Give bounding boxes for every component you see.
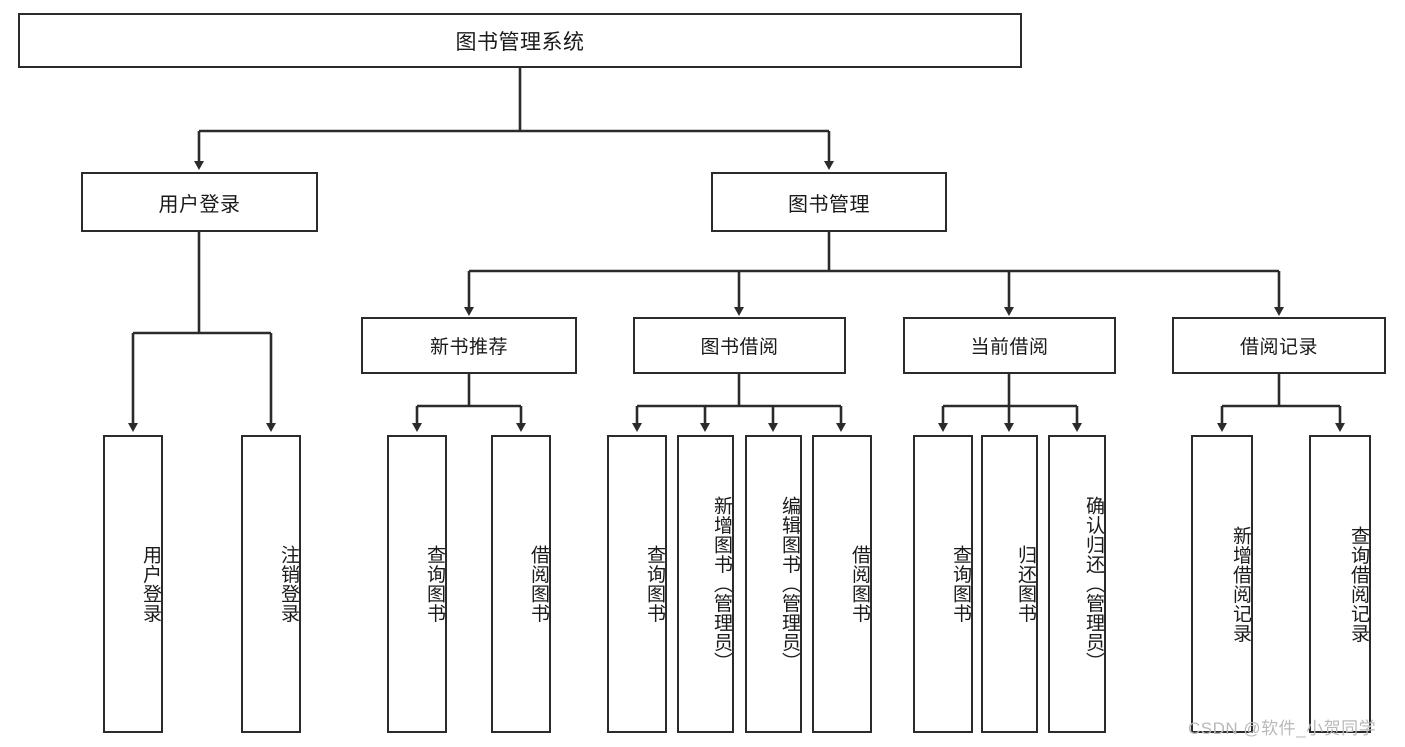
node-label: 用户登录 xyxy=(140,545,161,623)
node-label: 新增图书（管理员） xyxy=(711,496,732,672)
node-label: 当前借阅 xyxy=(970,337,1049,358)
leaf-add-borrow-record[interactable]: 新增借阅记录 xyxy=(1191,435,1253,733)
leaf-borrow-book-borrow[interactable]: 借阅图书 xyxy=(812,435,872,733)
edges-new-book-recommend xyxy=(412,374,526,432)
leaf-confirm-return-admin[interactable]: 确认归还（管理员） xyxy=(1048,435,1106,733)
leaf-logout-login[interactable]: 注销登录 xyxy=(241,435,301,733)
edges-root xyxy=(194,68,834,170)
leaf-user-login[interactable]: 用户登录 xyxy=(103,435,163,733)
leaf-edit-book-admin[interactable]: 编辑图书（管理员） xyxy=(745,435,802,733)
node-label: 借阅图书 xyxy=(849,545,870,623)
edges-borrow-record xyxy=(1217,374,1345,432)
node-label: 用户登录 xyxy=(158,193,241,216)
leaf-borrow-book-recommend[interactable]: 借阅图书 xyxy=(491,435,551,733)
node-label: 查询图书 xyxy=(950,545,971,623)
node-label: 查询图书 xyxy=(644,545,665,623)
leaf-query-borrow-record[interactable]: 查询借阅记录 xyxy=(1309,435,1371,733)
node-label: 确认归还（管理员） xyxy=(1083,496,1104,672)
node-label: 图书管理 xyxy=(788,193,870,216)
node-current-borrow[interactable]: 当前借阅 xyxy=(903,317,1116,374)
edges-current-borrow xyxy=(938,374,1082,432)
node-label: 借阅图书 xyxy=(528,545,549,623)
node-label: 新增借阅记录 xyxy=(1230,525,1251,643)
node-label: 注销登录 xyxy=(278,545,299,623)
watermark: CSDN @软件_小贺同学 xyxy=(1188,719,1377,738)
node-label: 归还图书 xyxy=(1015,545,1036,623)
leaf-query-book-recommend[interactable]: 查询图书 xyxy=(387,435,447,733)
node-label: 查询图书 xyxy=(424,545,445,623)
leaf-query-book-borrow[interactable]: 查询图书 xyxy=(607,435,667,733)
leaf-return-book[interactable]: 归还图书 xyxy=(981,435,1038,733)
leaf-add-book-admin[interactable]: 新增图书（管理员） xyxy=(677,435,734,733)
leaf-query-book-current[interactable]: 查询图书 xyxy=(913,435,973,733)
node-label: 图书管理系统 xyxy=(455,30,585,54)
node-borrow-record[interactable]: 借阅记录 xyxy=(1172,317,1386,374)
node-book-manage[interactable]: 图书管理 xyxy=(711,172,947,232)
node-root-system[interactable]: 图书管理系统 xyxy=(18,13,1022,68)
node-label: 新书推荐 xyxy=(429,337,508,358)
edges-book-manage xyxy=(464,232,1284,316)
node-label: 借阅记录 xyxy=(1239,337,1318,358)
node-book-borrow[interactable]: 图书借阅 xyxy=(633,317,846,374)
node-new-book-recommend[interactable]: 新书推荐 xyxy=(361,317,577,374)
node-label: 图书借阅 xyxy=(700,337,779,358)
edges-user-login xyxy=(128,232,276,432)
node-user-login[interactable]: 用户登录 xyxy=(81,172,318,232)
edges-book-borrow xyxy=(632,374,846,432)
node-label: 查询借阅记录 xyxy=(1348,525,1369,643)
node-label: 编辑图书（管理员） xyxy=(779,496,800,672)
